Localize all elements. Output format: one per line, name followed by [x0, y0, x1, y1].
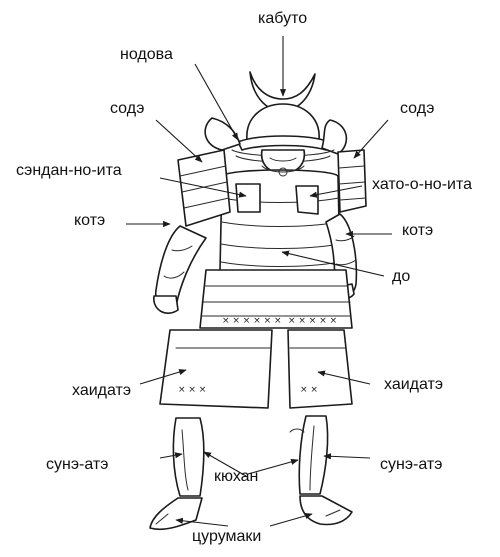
- svg-text:× × ×: × × ×: [178, 385, 206, 395]
- label-hato-o-no-ita: хато-о-но-ита: [372, 176, 473, 193]
- label-do: до: [392, 268, 411, 285]
- leader-lines: [126, 36, 392, 527]
- sune-ate-drawing: [172, 415, 329, 497]
- label-sode-left: содэ: [110, 100, 145, 117]
- svg-text:× × × × ×: × × × × ×: [288, 316, 337, 326]
- sode-drawing: [177, 149, 367, 227]
- label-sendan-no-ita: сэндан-но-ита: [16, 162, 122, 179]
- svg-text:× ×: × ×: [300, 385, 318, 395]
- torso-drawing: [219, 165, 341, 277]
- label-haidate-right: хаидатэ: [384, 376, 444, 393]
- label-sune-ate-left: сунэ-атэ: [46, 456, 109, 473]
- haidate-drawing: × × × × ×: [159, 329, 353, 409]
- label-haidate-left: хаидатэ: [72, 382, 132, 399]
- tsurumaki-drawing: [149, 495, 353, 531]
- label-nodova: нодова: [120, 46, 173, 63]
- label-kabuto: кабуто: [258, 10, 308, 27]
- svg-text:× × × × × ×: × × × × × ×: [222, 316, 282, 326]
- label-sune-ate-right: сунэ-атэ: [380, 456, 443, 473]
- kusazuri-drawing: × × × × × × × × × × ×: [199, 269, 353, 329]
- label-kote-left: котэ: [74, 212, 106, 229]
- label-tsurumaki: цурумаки: [192, 528, 262, 545]
- label-sode-right: содэ: [400, 100, 435, 117]
- label-kyuhan: кюхан: [214, 468, 259, 485]
- label-kote-right: котэ: [402, 222, 434, 239]
- helmet-drawing: [204, 71, 348, 175]
